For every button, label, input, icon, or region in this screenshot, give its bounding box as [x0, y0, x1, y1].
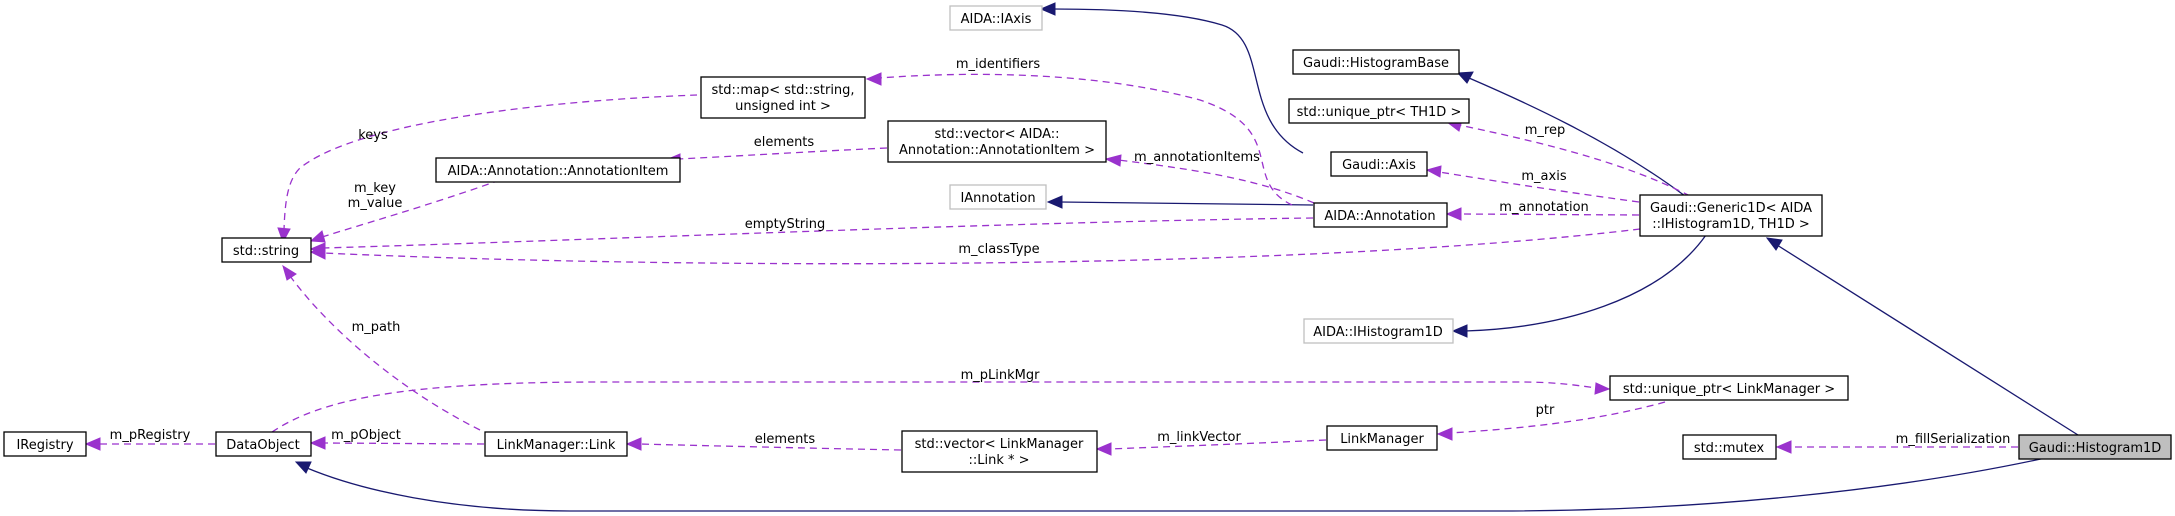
node-label: std::unique_ptr< LinkManager >: [1623, 382, 1835, 397]
label-m-pregistry: m_pRegistry: [110, 428, 191, 443]
edge-generic-m-rep: [1445, 119, 1691, 197]
label-m-linkvector: m_linkVector: [1157, 430, 1241, 445]
node-label-line1: Gaudi::Generic1D< AIDA: [1650, 201, 1812, 216]
node-label-line2: ::Link * >: [968, 453, 1029, 468]
edge-dataobject-m-pregistry: [84, 437, 215, 451]
node-label: std::string: [233, 244, 299, 259]
node-vector-link[interactable]: std::vector< LinkManager ::Link * >: [901, 430, 1098, 473]
node-label-line1: std::vector< AIDA::: [934, 127, 1059, 142]
edge-annotation-m-identifiers: [865, 72, 1293, 206]
label-m-classtype: m_classType: [958, 242, 1039, 257]
node-dataobject[interactable]: DataObject: [215, 431, 312, 457]
label-m-path: m_path: [352, 320, 401, 335]
node-gaudi-histogram1d[interactable]: Gaudi::Histogram1D: [2018, 434, 2172, 460]
edge-vector-elements-annotation: [664, 147, 888, 167]
node-label: AIDA::IAxis: [961, 12, 1032, 27]
edge-generic-m-classtype: [309, 228, 1641, 265]
edge-annotation-m-annotation-items: [1104, 154, 1315, 204]
node-std-mutex[interactable]: std::mutex: [1682, 434, 1777, 460]
node-unique-ptr-linkmanager[interactable]: std::unique_ptr< LinkManager >: [1609, 375, 1849, 401]
label-m-pobject: m_pObject: [331, 428, 401, 443]
node-label: AIDA::IHistogram1D: [1313, 325, 1443, 340]
edge-generic-m-axis: [1425, 165, 1640, 203]
node-unique-ptr-th1d[interactable]: std::unique_ptr< TH1D >: [1288, 98, 1470, 124]
node-label: LinkManager: [1340, 432, 1424, 447]
edge-link-m-path: [282, 264, 481, 431]
label-elements-annotation: elements: [754, 135, 815, 150]
node-iannotation[interactable]: IAnnotation: [949, 184, 1047, 210]
edge-uptr-lm-ptr: [1436, 401, 1666, 441]
node-gaudi-histogrambase[interactable]: Gaudi::HistogramBase: [1292, 49, 1460, 75]
edge-link-m-pobject: [309, 436, 485, 450]
node-label: AIDA::Annotation::AnnotationItem: [448, 164, 669, 179]
label-m-key: m_key: [354, 181, 396, 196]
label-elements-link: elements: [755, 432, 816, 447]
node-label: Gaudi::HistogramBase: [1303, 56, 1449, 71]
edge-generic-inherits-histbase: [1456, 71, 1686, 197]
node-label: Gaudi::Axis: [1342, 158, 1416, 173]
label-m-value: m_value: [348, 196, 403, 211]
edge-linkmanager-m-linkvector: [1095, 439, 1327, 456]
node-iregistry[interactable]: IRegistry: [3, 431, 87, 457]
label-m-rep: m_rep: [1525, 123, 1565, 138]
node-label: DataObject: [226, 438, 299, 453]
node-label-line2: Annotation::AnnotationItem >: [899, 143, 1095, 158]
label-ptr: ptr: [1536, 403, 1555, 418]
edge-annotation-inherits-iannotation: [1046, 195, 1314, 209]
edge-vector-elements-link: [625, 437, 902, 451]
node-std-string[interactable]: std::string: [221, 237, 312, 263]
node-label: IAnnotation: [960, 191, 1035, 206]
label-m-annotation: m_annotation: [1499, 200, 1589, 215]
edge-histogram1d-inherits-dataobject: [294, 456, 2051, 512]
edge-annotationitem-key-value: [309, 179, 501, 243]
node-aida-iaxis[interactable]: AIDA::IAxis: [949, 5, 1043, 31]
node-label-line2: ::IHistogram1D, TH1D >: [1652, 217, 1810, 232]
node-label: AIDA::Annotation: [1324, 209, 1435, 224]
label-m-plinkmgr: m_pLinkMgr: [961, 368, 1041, 383]
node-gaudi-generic1d[interactable]: Gaudi::Generic1D< AIDA ::IHistogram1D, T…: [1639, 194, 1823, 237]
node-std-map[interactable]: std::map< std::string, unsigned int >: [700, 76, 866, 119]
node-label: IRegistry: [16, 438, 73, 453]
label-empty-string: emptyString: [745, 217, 826, 232]
label-m-annotation-items: m_annotationItems: [1134, 150, 1260, 165]
edge-map-keys: [277, 94, 698, 244]
edge-dataobject-m-plinkmgr: [271, 381, 1611, 433]
node-gaudi-axis[interactable]: Gaudi::Axis: [1330, 151, 1428, 177]
label-m-axis: m_axis: [1521, 169, 1566, 184]
node-label: LinkManager::Link: [497, 438, 616, 453]
node-label: std::unique_ptr< TH1D >: [1297, 105, 1462, 120]
node-label-line1: std::vector< LinkManager: [915, 437, 1084, 452]
edge-axis-inherits-iaxis: [1039, 2, 1304, 154]
node-vector-annotation-item[interactable]: std::vector< AIDA:: Annotation::Annotati…: [887, 120, 1107, 163]
node-label-line2: unsigned int >: [735, 99, 831, 114]
node-linkmanager[interactable]: LinkManager: [1326, 425, 1438, 451]
label-keys: keys: [358, 128, 388, 143]
edge-generic-inherits-ihist1d: [1451, 234, 1707, 338]
edge-histogram1d-m-fillserialization: [1775, 440, 2018, 454]
node-annotation-item[interactable]: AIDA::Annotation::AnnotationItem: [435, 157, 681, 183]
edge-generic-m-annotation: [1445, 207, 1640, 221]
node-label: std::mutex: [1694, 441, 1765, 456]
label-m-fillserialization: m_fillSerialization: [1896, 432, 2011, 447]
node-aida-ihistogram1d[interactable]: AIDA::IHistogram1D: [1303, 318, 1454, 344]
node-label: Gaudi::Histogram1D: [2029, 441, 2162, 456]
node-label-line1: std::map< std::string,: [711, 83, 854, 98]
node-linkmanager-link[interactable]: LinkManager::Link: [484, 431, 628, 457]
label-m-identifiers: m_identifiers: [956, 57, 1041, 72]
edge-histogram1d-inherits-generic: [1765, 237, 2079, 436]
node-aida-annotation[interactable]: AIDA::Annotation: [1313, 202, 1448, 228]
